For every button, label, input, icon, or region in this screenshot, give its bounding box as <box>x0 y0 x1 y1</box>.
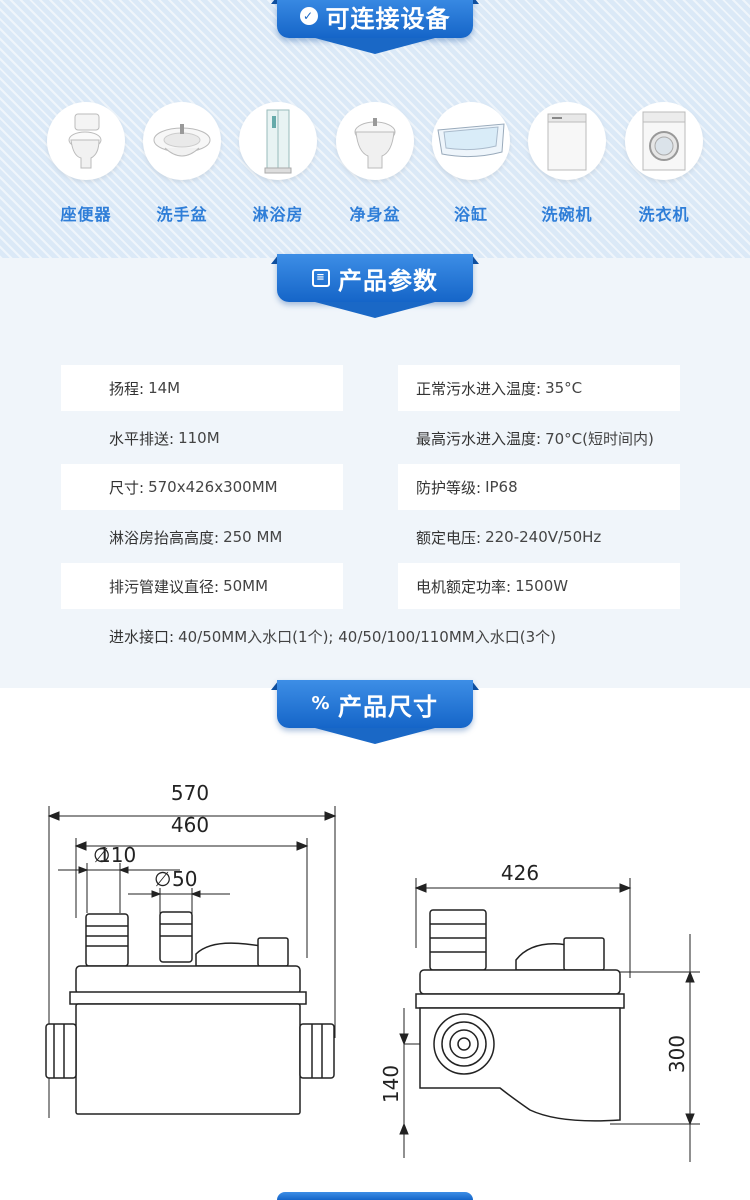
bathtub-icon <box>437 123 505 158</box>
param-right: 电机额定功率:1500W <box>398 563 680 609</box>
side-view-drawing: 426 300 140 <box>379 861 700 1162</box>
dim-dia-small-symbol: ∅ <box>154 867 171 891</box>
dim-depth: 426 <box>501 861 539 885</box>
param-right: 防护等级:IP68 <box>398 464 680 510</box>
params-section: ≡ 产品参数 扬程:14M 正常污水进入温度:35°C 水平排送:110M 最高… <box>0 254 750 688</box>
devices-section-banner: ✓ 可连接设备 <box>271 0 479 54</box>
device-washing-machine: 洗衣机 <box>624 102 704 225</box>
toilet-icon <box>68 113 102 169</box>
next-section-banner-partial <box>277 1192 473 1200</box>
devices-section-title: 可连接设备 <box>325 4 451 33</box>
param-inlet: 进水接口:40/50MM入水口(1个); 40/50/100/110MM入水口(… <box>109 627 556 646</box>
dim-dia-large: 110 <box>98 843 136 867</box>
param-right: 额定电压:220-240V/50Hz <box>416 528 602 547</box>
dim-height: 300 <box>665 1035 689 1073</box>
dims-section-banner: % 产品尺寸 <box>271 680 479 744</box>
device-label: 洗碗机 <box>541 205 593 224</box>
params-section-title: 产品参数 <box>338 266 438 295</box>
device-label: 洗手盆 <box>156 205 208 224</box>
dim-width-inner: 460 <box>171 813 209 837</box>
front-view-drawing: 570 460 ∅ 110 ∅ 50 <box>45 781 337 1118</box>
washbasin-icon <box>153 124 211 157</box>
check-circle-icon: ✓ <box>299 7 318 25</box>
device-toilet: 座便器 <box>46 102 126 225</box>
dims-section-title: 产品尺寸 <box>338 692 438 721</box>
devices-section: ✓ 可连接设备 座便器 洗手盆 <box>0 0 750 258</box>
dims-section: % 产品尺寸 <box>0 680 750 1200</box>
params-section-banner: ≡ 产品参数 <box>271 254 479 318</box>
device-washbasin: 洗手盆 <box>142 102 222 225</box>
param-left: 尺寸:570x426x300MM <box>61 464 343 510</box>
dishwasher-icon <box>547 113 587 171</box>
param-left: 扬程:14M <box>61 365 343 411</box>
param-left: 水平排送:110M <box>109 429 220 448</box>
device-label: 座便器 <box>60 205 112 224</box>
param-right: 最高污水进入温度:70°C(短时间内) <box>416 429 654 448</box>
list-icon: ≡ <box>312 269 330 287</box>
ruler-icon: % <box>311 693 331 714</box>
dim-dia-large-symbol: ∅ <box>93 843 110 867</box>
dim-dia-small: 50 <box>172 867 197 891</box>
shower-room-icon <box>264 109 292 174</box>
param-left: 排污管建议直径:50MM <box>61 563 343 609</box>
dim-inlet-height: 140 <box>379 1065 403 1103</box>
param-left: 淋浴房抬高高度:250 MM <box>109 528 283 547</box>
device-dishwasher: 洗碗机 <box>527 102 607 225</box>
device-shower-room: 淋浴房 <box>238 102 318 225</box>
washing-machine-icon <box>642 111 686 171</box>
param-right: 正常污水进入温度:35°C <box>398 365 680 411</box>
bidet-icon <box>354 118 396 169</box>
device-bathtub: 浴缸 <box>431 102 511 225</box>
device-label: 净身盆 <box>349 205 401 224</box>
device-label: 浴缸 <box>453 205 488 224</box>
device-label: 淋浴房 <box>252 205 304 224</box>
device-label: 洗衣机 <box>638 205 690 224</box>
dim-width-total: 570 <box>171 781 209 805</box>
device-bidet: 净身盆 <box>335 102 415 225</box>
